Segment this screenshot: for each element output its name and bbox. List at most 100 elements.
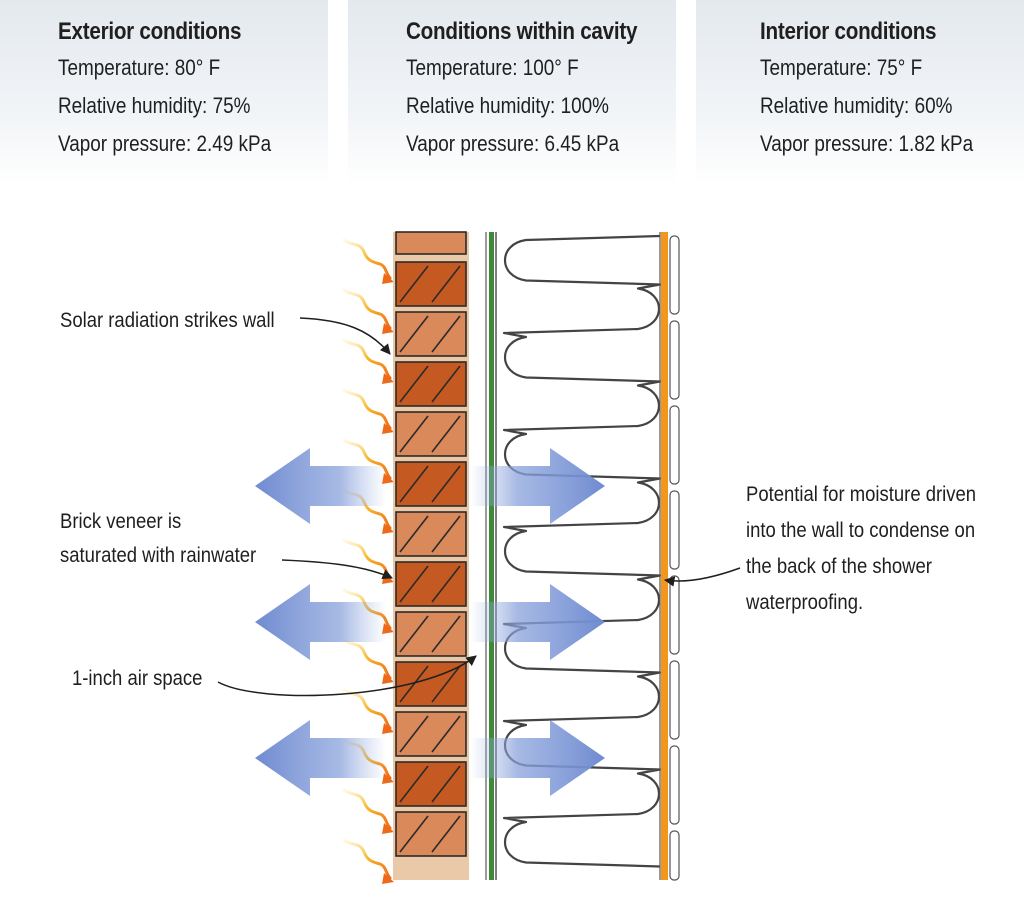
sheathing-green [489, 232, 494, 880]
humidity-value: Relative humidity: 100% [406, 93, 609, 118]
vapor-pressure-value: Vapor pressure: 6.45 kPa [406, 131, 620, 156]
vapor-arrow-left-3 [255, 720, 386, 796]
brick-hatch [431, 765, 461, 803]
leader-air-space [217, 655, 477, 697]
brick [395, 561, 467, 607]
brick-hatch [431, 565, 461, 603]
brick-hatch [399, 465, 429, 503]
brick-hatch [431, 265, 461, 303]
insulation-batt [502, 232, 662, 880]
brick-hatch [399, 565, 429, 603]
panel-title: Conditions within cavity [406, 18, 638, 45]
board-segment [669, 660, 680, 740]
temperature-value: Temperature: 75° F [760, 55, 923, 80]
cavity-conditions-panel: Conditions within cavity Temperature: 10… [348, 0, 676, 185]
brick-hatch [399, 765, 429, 803]
solar-ray [342, 388, 392, 430]
brick-hatch [431, 515, 461, 553]
interior-board [669, 235, 680, 881]
brick [395, 231, 467, 255]
brick [395, 411, 467, 457]
callout-brick-line1: Brick veneer is [60, 510, 182, 533]
leader-solar [299, 317, 391, 355]
solar-ray [342, 238, 392, 280]
solar-ray [342, 538, 392, 580]
brick-hatch [431, 465, 461, 503]
brick-hatch [399, 515, 429, 553]
brick [395, 461, 467, 507]
leader-lines [217, 317, 741, 697]
vapor-drive-arrows [255, 448, 605, 796]
vapor-pressure-value: Vapor pressure: 1.82 kPa [760, 131, 974, 156]
board-segment [669, 830, 680, 881]
temperature-value: Temperature: 80° F [58, 55, 221, 80]
leader-waterproofing [663, 567, 741, 587]
brick-hatch [399, 265, 429, 303]
vapor-arrow-right-1 [470, 448, 605, 524]
shower-waterproofing [661, 232, 680, 881]
vapor-arrow-left-2 [255, 584, 386, 660]
brick-hatch [399, 615, 429, 653]
callout-solar-radiation: Solar radiation strikes wall [60, 309, 275, 332]
solar-ray-tip [382, 823, 394, 834]
brick [395, 361, 467, 407]
solar-radiation-rays [342, 238, 394, 884]
brick [395, 711, 467, 757]
humidity-value: Relative humidity: 60% [760, 93, 953, 118]
brick-hatch [431, 815, 461, 853]
board-segment [669, 405, 680, 485]
solar-ray-tip [382, 673, 394, 684]
brick [395, 511, 467, 557]
solar-ray-tip [382, 423, 394, 434]
interior-conditions-panel: Interior conditions Temperature: 75° F R… [696, 0, 1024, 185]
brick [395, 761, 467, 807]
callout-brick-line2: saturated with rainwater [60, 544, 257, 567]
temperature-value: Temperature: 100° F [406, 55, 579, 80]
solar-ray-tip [382, 373, 394, 384]
callout-moisture-line2: into the wall to condense on [746, 519, 976, 542]
solar-ray [342, 788, 392, 830]
exterior-conditions-panel: Exterior conditions Temperature: 80° F R… [0, 0, 328, 185]
solar-ray-tip [382, 523, 394, 534]
panel-title: Exterior conditions [58, 18, 242, 45]
solar-ray [342, 338, 392, 380]
brick-hatch [399, 715, 429, 753]
brick-hatch [399, 815, 429, 853]
brick-hatch [431, 415, 461, 453]
callout-moisture-line4: waterproofing. [746, 591, 864, 614]
brick-hatch [431, 315, 461, 353]
humidity-value: Relative humidity: 75% [58, 93, 251, 118]
board-segment [669, 490, 680, 570]
vapor-arrow-right-3 [470, 720, 605, 796]
vapor-arrow-right-2 [470, 584, 605, 660]
callout-moisture-line1: Potential for moisture driven [746, 483, 977, 506]
brick-hatch [399, 415, 429, 453]
solar-ray [342, 638, 392, 680]
brick-hatch [431, 715, 461, 753]
brick [395, 611, 467, 657]
board-segment [669, 745, 680, 825]
board-segment [669, 575, 680, 655]
solar-ray-tip [382, 723, 394, 734]
solar-ray [342, 688, 392, 730]
brick [395, 811, 467, 857]
solar-ray-tip [382, 323, 394, 334]
brick-hatch [399, 665, 429, 703]
vapor-pressure-value: Vapor pressure: 2.49 kPa [58, 131, 272, 156]
brick-hatch [399, 315, 429, 353]
solar-ray-tip [382, 273, 394, 284]
waterproofing-orange [661, 232, 668, 880]
panel-title: Interior conditions [760, 18, 937, 45]
brick [395, 261, 467, 307]
brick-hatch [431, 615, 461, 653]
brick-hatch [431, 665, 461, 703]
brick [395, 311, 467, 357]
vapor-arrow-left-1 [255, 448, 386, 524]
solar-ray-tip [382, 873, 394, 884]
solar-ray [342, 838, 392, 880]
callout-air-space: 1-inch air space [72, 667, 203, 690]
brick-hatch [399, 365, 429, 403]
board-segment [669, 320, 680, 400]
brick-hatch [431, 365, 461, 403]
